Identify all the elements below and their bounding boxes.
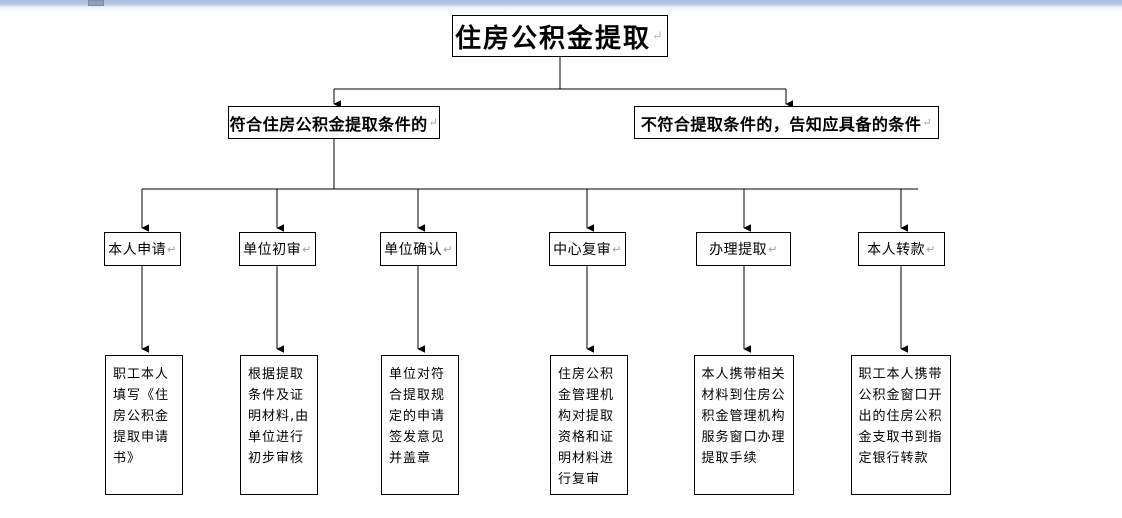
node-root[interactable]: 住房公积金提取↵	[452, 15, 668, 57]
node-step-6-mark: ↵	[926, 242, 936, 256]
node-detail-1-label: 职工本人填写《住房公积金提取申请书》	[113, 367, 170, 466]
node-step-4[interactable]: 中心复审↵	[549, 232, 626, 266]
node-step-3[interactable]: 单位确认↵	[380, 232, 457, 266]
node-step-2-mark: ↵	[302, 242, 312, 256]
node-root-label: 住房公积金提取	[455, 23, 652, 54]
node-step-2[interactable]: 单位初审↵	[239, 232, 316, 266]
node-step-5[interactable]: 办理提取↵	[696, 232, 791, 266]
node-detail-6-label: 职工本人携带公积金窗口开出的住房公积金支取书到指定银行转款	[858, 367, 943, 466]
node-eligible[interactable]: 符合住房公积金提取条件的↵	[228, 106, 440, 139]
node-detail-2[interactable]: 根据提取条件及证明材料,由单位进行初步审核	[240, 355, 318, 495]
node-step-1[interactable]: 本人申请↵	[104, 232, 181, 266]
window-chrome-tab[interactable]	[88, 0, 104, 6]
node-detail-2-label: 根据提取条件及证明材料,由单位进行初步审核	[248, 367, 310, 466]
node-detail-1[interactable]: 职工本人填写《住房公积金提取申请书》	[105, 355, 183, 495]
node-step-6[interactable]: 本人转款↵	[858, 232, 945, 266]
node-root-mark: ↵	[652, 28, 665, 44]
node-step-5-label: 办理提取	[709, 242, 768, 258]
node-step-3-label: 单位确认	[384, 242, 443, 258]
node-step-5-mark: ↵	[768, 242, 778, 256]
node-not-eligible[interactable]: 不符合提取条件的，告知应具备的条件↵	[634, 106, 939, 139]
window-chrome-fade	[0, 7, 1122, 13]
node-step-3-mark: ↵	[443, 242, 453, 256]
node-step-4-label: 中心复审	[553, 242, 612, 258]
node-detail-6[interactable]: 职工本人携带公积金窗口开出的住房公积金支取书到指定银行转款	[851, 355, 951, 495]
node-detail-4-label: 住房公积金管理机构对提取资格和证明材料进行复审	[558, 367, 615, 487]
node-detail-4[interactable]: 住房公积金管理机构对提取资格和证明材料进行复审	[550, 355, 628, 495]
window-chrome-strip	[0, 0, 1122, 7]
node-eligible-mark: ↵	[428, 116, 439, 129]
node-step-1-label: 本人申请	[108, 242, 167, 258]
node-step-6-label: 本人转款	[867, 242, 926, 258]
node-detail-3-label: 单位对符合提取规定的申请签发意见并盖章	[389, 367, 446, 466]
node-detail-5[interactable]: 本人携带相关材料到住房公积金管理机构服务窗口办理提取手续	[694, 355, 794, 495]
node-detail-3[interactable]: 单位对符合提取规定的申请签发意见并盖章	[381, 355, 459, 495]
node-step-2-label: 单位初审	[243, 242, 302, 258]
node-step-1-mark: ↵	[167, 242, 177, 256]
node-not-eligible-label: 不符合提取条件的，告知应具备的条件	[640, 114, 922, 134]
node-eligible-label: 符合住房公积金提取条件的	[229, 114, 428, 134]
node-not-eligible-mark: ↵	[922, 116, 933, 129]
node-step-4-mark: ↵	[612, 242, 622, 256]
node-detail-5-label: 本人携带相关材料到住房公积金管理机构服务窗口办理提取手续	[701, 367, 786, 466]
